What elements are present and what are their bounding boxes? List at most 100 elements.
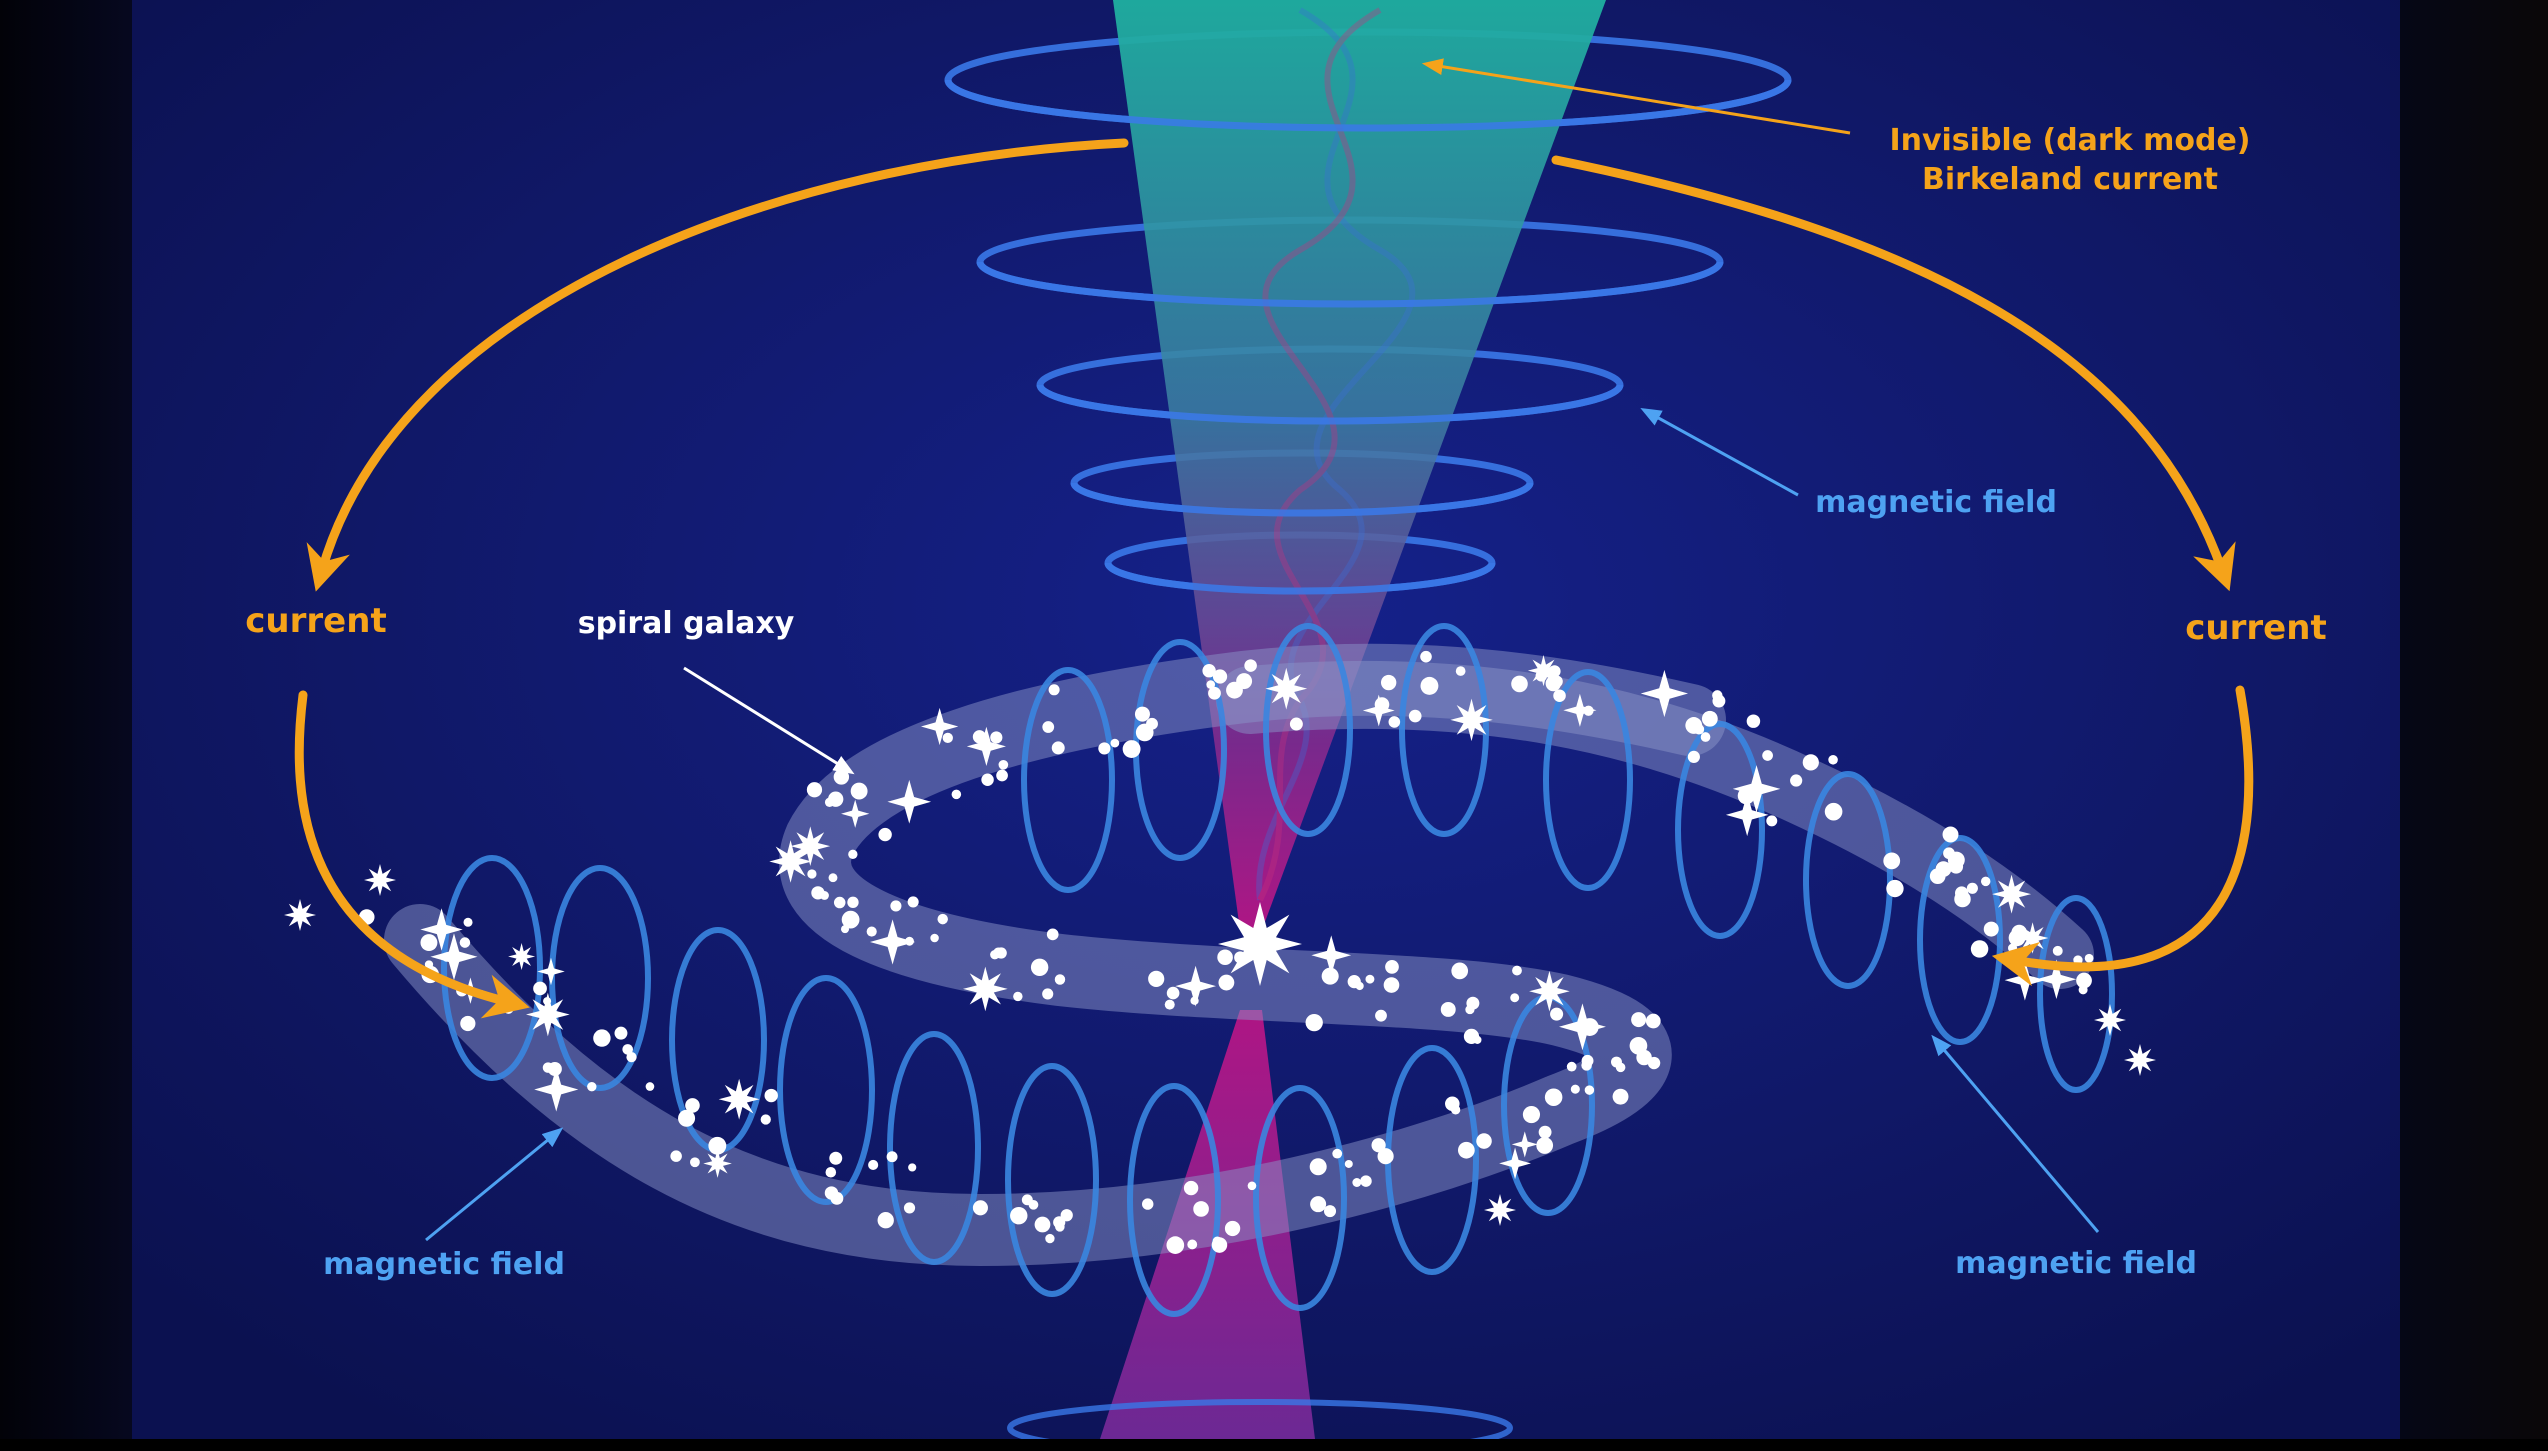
magnetic-field-ring: [1399, 623, 1489, 837]
star-dot: [1166, 1236, 1185, 1254]
star-dot: [847, 896, 859, 908]
star-dot: [1098, 742, 1111, 755]
star-dot: [1028, 1199, 1039, 1210]
star-dot: [2011, 924, 2028, 941]
star-dot: [1701, 710, 1718, 727]
star-dot: [1886, 853, 1897, 864]
star-dot: [1746, 714, 1761, 728]
star-dot: [459, 937, 471, 948]
star-dot: [1034, 1216, 1051, 1233]
star-dot: [1110, 738, 1120, 748]
star-dot: [1310, 1196, 1327, 1213]
pointer-birkeland: [1421, 58, 1851, 135]
star-dot: [1450, 1105, 1461, 1115]
star-dot: [942, 732, 953, 744]
star-dot: [420, 934, 438, 952]
star-dot: [1206, 680, 1216, 689]
star-dot: [543, 997, 552, 1006]
magnetic-field-ring: [887, 1031, 981, 1265]
star-dot: [1983, 921, 1999, 937]
magnetic-field-label-lower-left: magnetic field: [323, 1247, 565, 1282]
star-dot: [1970, 940, 1989, 958]
star-dot: [441, 952, 452, 962]
star-dot: [1122, 740, 1141, 758]
star-dot: [1612, 1088, 1629, 1105]
star-dot: [850, 782, 868, 800]
star-dot: [1886, 879, 1904, 898]
star-dot: [1244, 659, 1257, 672]
star-dot: [587, 1081, 597, 1092]
star-dot: [1045, 1233, 1055, 1244]
star-dot: [1164, 999, 1175, 1010]
star-dot: [1347, 975, 1361, 989]
star-dot: [1183, 1180, 1199, 1196]
pointer-magnetic-field-lower-right: [1931, 1034, 2100, 1233]
star-dot: [1553, 689, 1566, 702]
star-dot: [1581, 1060, 1592, 1071]
upper-magnetic-field-ring-fronts: [944, 79, 1792, 595]
star-dot: [2073, 955, 2083, 965]
pointer-spiral-galaxy: [683, 666, 855, 775]
star-dot: [678, 1109, 696, 1127]
star-dot: [1700, 732, 1711, 742]
magnetic-field-ring: [1263, 623, 1353, 837]
star-dot: [828, 791, 844, 807]
star-dot: [424, 960, 434, 969]
star-dot: [833, 896, 846, 909]
star-dot: [1042, 988, 1054, 1000]
magnetic-field-label-lower-right: magnetic field: [1955, 1246, 2197, 1281]
star-dot: [1570, 1084, 1580, 1094]
pointer-magnetic-field-lower-left: [425, 1127, 564, 1242]
star-dot: [708, 1136, 727, 1155]
star-dot: [930, 933, 939, 943]
magnetic-field-ring: [1917, 835, 2003, 1045]
star-dot: [1802, 754, 1819, 771]
star-dot: [1451, 962, 1469, 980]
magnetic-field-ring: [1253, 1085, 1347, 1311]
star-dot: [1457, 1141, 1475, 1159]
star-dot: [1440, 1001, 1456, 1017]
star-dot: [1218, 974, 1235, 991]
star-dot: [1060, 1209, 1073, 1222]
current-label-left: current: [245, 601, 386, 641]
star-dot: [890, 900, 902, 912]
star-dot: [1942, 826, 1959, 843]
star-dot: [903, 1202, 916, 1214]
star-dot: [1536, 1137, 1554, 1154]
right-letterbox: [2400, 0, 2548, 1451]
star-dot: [886, 1151, 898, 1163]
star-dot: [533, 981, 547, 996]
magnetic-field-ring: [441, 855, 543, 1081]
star-dot: [690, 1157, 700, 1168]
galaxy-spiral-band-right-arm: [1216, 660, 2094, 989]
magnetic-field-ring: [1021, 667, 1115, 893]
star-dot: [990, 731, 1003, 744]
star-dot: [1142, 1198, 1154, 1210]
star-dot: [1420, 650, 1432, 663]
star-dot: [1790, 774, 1803, 787]
star-dot: [1647, 1056, 1661, 1070]
birkeland-label-line1: Invisible (dark mode): [1889, 123, 2250, 158]
star-dot: [1202, 664, 1216, 678]
star-dot: [1247, 1181, 1257, 1191]
star-dot: [868, 1159, 879, 1171]
star-dot: [829, 1151, 843, 1165]
star-dot: [972, 1200, 988, 1216]
star-dot: [1538, 1125, 1552, 1139]
star-dot: [1374, 697, 1390, 712]
star-dot: [996, 769, 1008, 782]
star-dot: [2084, 953, 2094, 963]
star-dot: [1466, 996, 1480, 1010]
birkeland-label-line2: Birkeland current: [1922, 162, 2218, 197]
star-dot: [1949, 859, 1964, 874]
star-dot: [626, 1051, 637, 1063]
star-dot: [1371, 1138, 1386, 1153]
star-dot: [937, 913, 948, 925]
star-dot: [1388, 716, 1401, 728]
current-arrow-right-bottom: [1991, 685, 2254, 987]
star-icon: [2124, 1044, 2156, 1076]
star-dot: [1636, 1049, 1652, 1066]
star-dot: [2076, 972, 2092, 989]
current-arrow-left-bottom: [294, 690, 530, 1019]
